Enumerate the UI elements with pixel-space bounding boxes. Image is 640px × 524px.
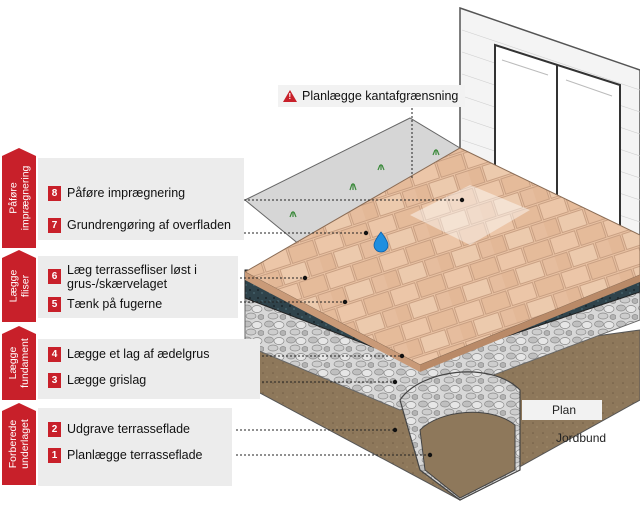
step-text: Grundrengøring af overfladen — [67, 218, 231, 232]
phase-tab-tiles: Lægge fliser — [2, 250, 36, 322]
panel-foundation — [38, 339, 260, 399]
step-4: 4 Lægge et lag af ædelgrus — [48, 344, 209, 364]
grass-tuft-icon — [289, 149, 440, 218]
panel-preparation — [38, 408, 232, 486]
step-text: Lægge et lag af ædelgrus — [67, 347, 210, 361]
step-text: Lægge grislag — [67, 373, 147, 387]
tile-surface — [243, 147, 640, 366]
plan-label: Plan — [522, 400, 603, 420]
step-number: 4 — [48, 346, 61, 362]
phase-label: Forberede underlaget — [7, 419, 31, 469]
step-text: Planlægge terrasseflade — [67, 448, 203, 462]
step-text-line2: grus-/skærvelaget — [67, 277, 168, 291]
phase-tab-preparation: Forberede underlaget — [2, 403, 36, 485]
phase-tab-impregnation: Påføre imprægnering — [2, 148, 36, 248]
panel-impregnation — [38, 158, 244, 240]
phase-label: Påføre imprægnering — [7, 165, 31, 231]
step-text: Udgrave terrasseflade — [67, 422, 190, 436]
step-5: 5 Tænk på fugerne — [48, 294, 162, 314]
water-drop-icon — [373, 231, 389, 253]
phase-label: Lægge fliser — [6, 269, 31, 303]
phase-label: Lægge fundament — [7, 338, 31, 388]
phase-tab-foundation: Lægge fundament — [2, 326, 36, 400]
step-number: 2 — [48, 421, 61, 437]
step-number: 8 — [48, 185, 61, 201]
step-8: 8 Påføre imprægnering — [48, 183, 185, 203]
step-1: 1 Planlægge terrasseflade — [48, 445, 203, 465]
step-7: 7 Grundrengøring af overfladen — [48, 215, 231, 235]
step-3: 3 Lægge grislag — [48, 370, 146, 390]
step-text: Læg terrassefliser løst i — [67, 263, 197, 277]
step-number: 3 — [48, 372, 61, 388]
step-number: 5 — [48, 296, 61, 312]
callout-label: Planlægge kantafgrænsning — [302, 89, 459, 103]
step-number: 1 — [48, 447, 61, 463]
panel-tiles — [38, 256, 238, 318]
step-6: 6 Læg terrassefliser løst i grus-/skærve… — [48, 263, 197, 293]
step-number: 6 — [48, 269, 61, 284]
step-number: 7 — [48, 217, 61, 233]
soil-label: Jordbund — [556, 431, 607, 445]
edge-planning-callout: ! Planlægge kantafgrænsning — [278, 85, 466, 107]
step-text: Tænk på fugerne — [67, 297, 163, 311]
warning-triangle-icon: ! — [283, 90, 297, 102]
step-2: 2 Udgrave terrasseflade — [48, 419, 190, 439]
step-text: Påføre imprægnering — [67, 186, 186, 200]
